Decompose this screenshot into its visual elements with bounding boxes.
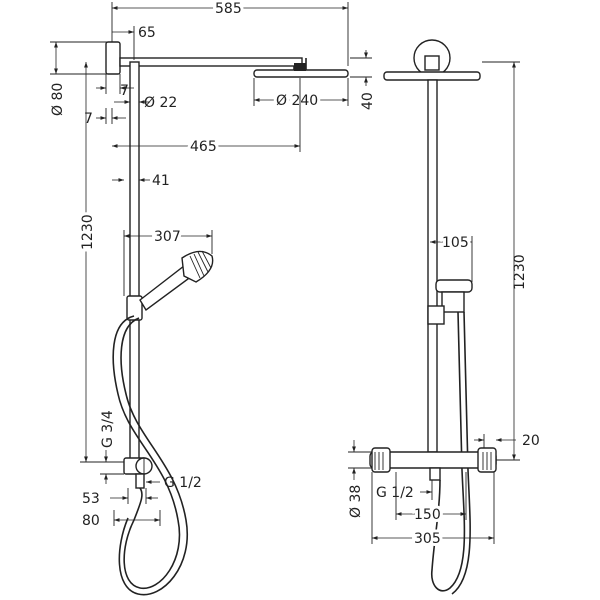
dim-diameter-80: Ø 80	[50, 83, 66, 116]
dim-g34: G 3/4	[100, 410, 116, 448]
dim-305: 305	[414, 531, 441, 547]
hand-shower-front	[427, 279, 473, 325]
front-view: 1230 105 20 Ø 38 G 1/2 150 305	[348, 39, 540, 595]
dim-41: 41	[152, 173, 170, 189]
dim-diameter-240: Ø 240	[276, 93, 318, 109]
dim-150: 150	[414, 507, 441, 523]
riser-pipe	[129, 61, 140, 463]
dim-80: 80	[82, 513, 100, 529]
shower-hose-front	[430, 311, 466, 592]
dim-53: 53	[82, 491, 100, 507]
hand-shower	[139, 250, 214, 312]
dim-20: 20	[522, 433, 540, 449]
dim-7-lower: 7	[84, 111, 93, 127]
overhead-shower-head	[253, 69, 349, 78]
overhead-shower-head-front	[383, 71, 481, 81]
shower-hose	[112, 315, 181, 590]
dim-1230-side: 1230	[80, 214, 96, 250]
thermostat-mixer	[123, 457, 153, 489]
dim-diameter-22: Ø 22	[144, 95, 177, 111]
side-view: 585 65 Ø 80 7 Ø 22 7 Ø 240	[50, 0, 376, 596]
dim-g12-side: G 1/2	[164, 475, 202, 491]
dim-105: 105	[442, 235, 469, 251]
dim-7-upper: 7	[120, 83, 129, 99]
dim-65: 65	[138, 25, 156, 41]
dim-1230-front: 1230	[512, 254, 528, 290]
dim-diameter-38: Ø 38	[348, 485, 364, 518]
wall-plate	[105, 41, 121, 75]
dim-307: 307	[154, 229, 181, 245]
dim-g12-front: G 1/2	[376, 485, 414, 501]
thermostat-bar-front	[369, 447, 497, 481]
dim-465: 465	[190, 139, 217, 155]
dim-585: 585	[215, 1, 242, 17]
dim-40: 40	[360, 92, 376, 110]
shower-arm	[119, 57, 303, 67]
riser-pipe-front	[427, 79, 438, 453]
